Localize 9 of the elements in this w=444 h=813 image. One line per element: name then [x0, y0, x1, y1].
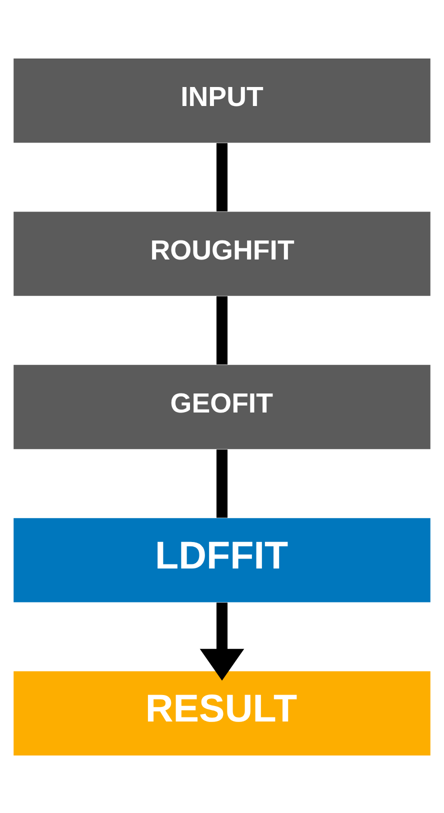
node-box: RESULT: [14, 670, 430, 755]
connector: [216, 448, 228, 518]
node-box: INPUT: [14, 58, 430, 142]
arrow: [200, 602, 244, 680]
node-box: GEOFIT: [14, 364, 430, 449]
node-box: ROUGHFIT: [14, 211, 430, 296]
connector: [216, 142, 228, 211]
node-box: LDFFIT: [14, 518, 430, 602]
connector: [216, 296, 228, 364]
